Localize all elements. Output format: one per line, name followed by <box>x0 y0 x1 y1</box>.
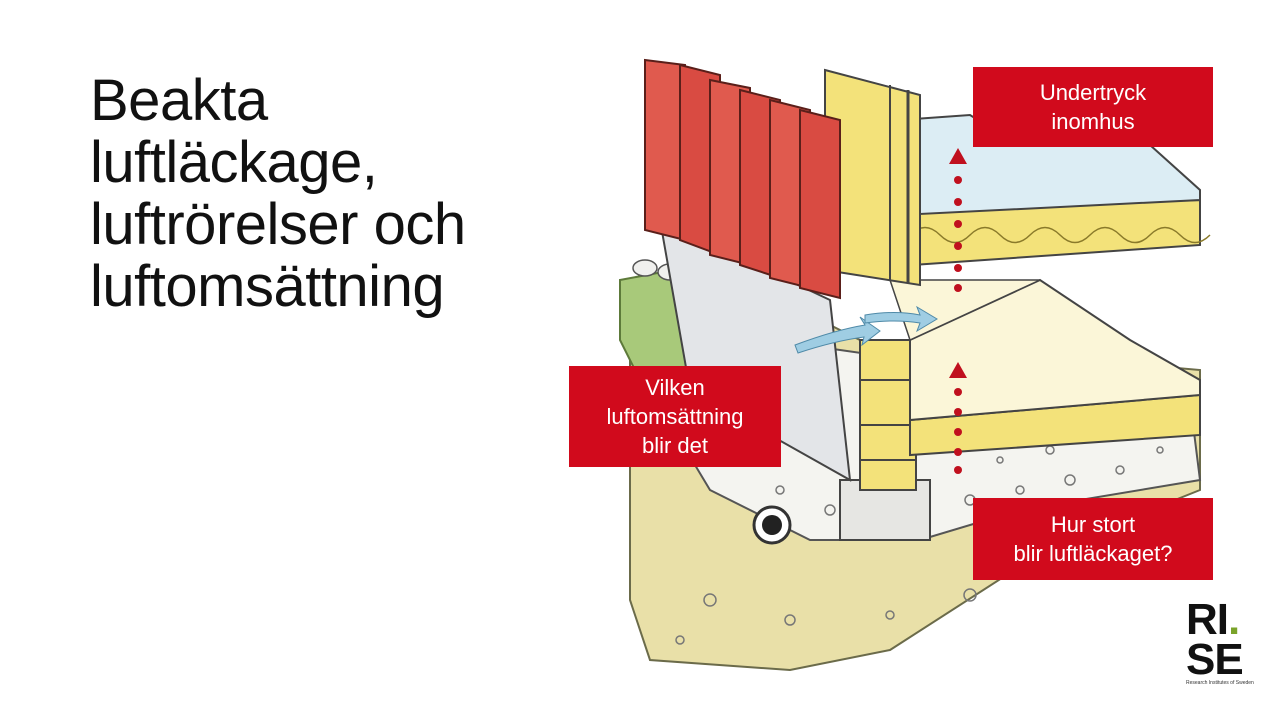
title-line: luftläckage, <box>90 130 378 195</box>
title-line: luftrörelser och <box>90 192 466 257</box>
foundation-cross-section-illustration <box>619 58 1211 672</box>
logo-line1: RI. <box>1186 595 1240 644</box>
logo-accent-dot: . <box>1228 595 1240 644</box>
callout-undertryck: Undertryck inomhus <box>973 67 1213 147</box>
callout-line: Hur stort <box>1050 512 1136 537</box>
logo-tagline: Research Institutes of Sweden <box>1186 680 1254 686</box>
callout-luftomsattning: Vilken luftomsättning blir det <box>569 366 781 467</box>
logo-line2: SE <box>1186 635 1244 684</box>
callout-luftlackage: Hur stort blir luftläckaget? <box>973 498 1213 580</box>
page-title: Beakta luftläckage, luftrörelser och luf… <box>90 70 590 318</box>
callout-line: Undertryck <box>1039 80 1147 105</box>
callout-line: blir det <box>641 433 709 458</box>
callout-line: Vilken <box>645 375 705 400</box>
callout-line: luftomsättning <box>606 404 744 429</box>
block-wall <box>859 339 917 491</box>
dotted-up-arrow-icon <box>949 362 967 474</box>
air-flow-arrow-icon <box>794 316 881 354</box>
title-line: Beakta <box>90 68 268 133</box>
drain-pipe-icon <box>752 505 792 545</box>
callout-line: inomhus <box>1051 109 1135 134</box>
air-flow-arrow-icon <box>864 305 938 333</box>
title-line: luftomsättning <box>90 254 445 319</box>
callout-line: blir luftläckaget? <box>1013 541 1173 566</box>
dotted-up-arrow-icon <box>949 148 967 292</box>
facade-boards <box>644 58 841 300</box>
rise-logo: RI. SE Research Institutes of Sweden <box>1186 595 1256 692</box>
